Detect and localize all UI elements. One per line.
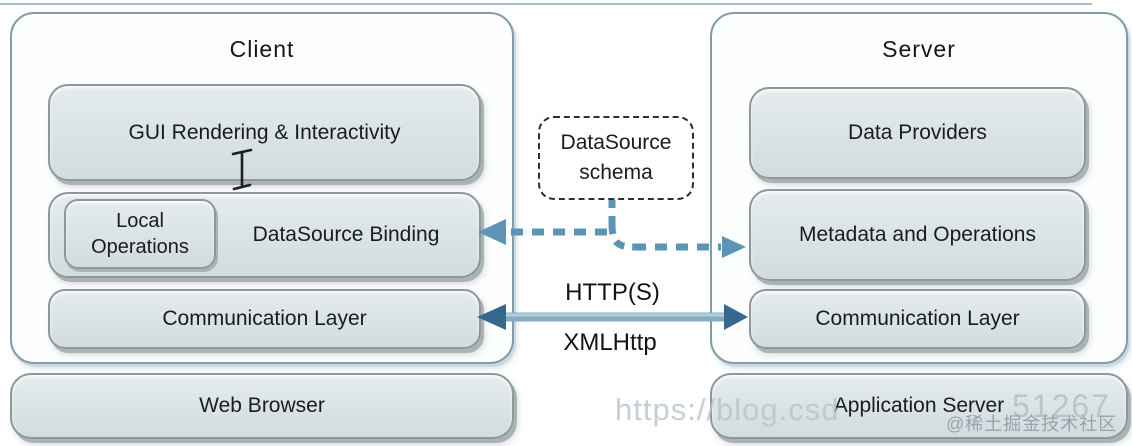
datasource-schema-label-line1: DataSource xyxy=(560,130,672,154)
application-server-box: Application Server xyxy=(710,373,1128,439)
web-browser-box: Web Browser xyxy=(10,373,514,439)
local-operations-label-line1: Local xyxy=(116,210,164,232)
schema-drop-dashed-line xyxy=(608,199,635,251)
server-communication-layer-label: Communication Layer xyxy=(815,307,1020,330)
http-transport-arrow xyxy=(477,304,748,330)
client-panel: Client GUI Rendering & Interactivity Loc… xyxy=(10,12,514,364)
client-communication-layer-label: Communication Layer xyxy=(162,307,367,330)
server-communication-layer-box: Communication Layer xyxy=(749,289,1086,349)
datasource-schema-box: DataSource schema xyxy=(538,116,694,200)
application-server-label: Application Server xyxy=(833,394,1005,417)
local-operations-label-line2: Operations xyxy=(91,236,189,258)
datasource-schema-label-line2: schema xyxy=(579,161,653,184)
http-label: HTTP(S) xyxy=(565,279,660,306)
web-browser-label: Web Browser xyxy=(199,394,325,417)
gui-rendering-label: GUI Rendering & Interactivity xyxy=(128,120,401,144)
data-providers-box: Data Providers xyxy=(749,87,1086,179)
datasource-binding-box: Local Operations DataSource Binding xyxy=(48,192,481,278)
server-panel-title: Server xyxy=(882,36,956,62)
data-providers-label: Data Providers xyxy=(848,121,987,144)
metadata-operations-label: Metadata and Operations xyxy=(799,223,1036,246)
server-panel: Server Data Providers Metadata and Opera… xyxy=(710,12,1128,364)
gui-rendering-box: GUI Rendering & Interactivity xyxy=(48,84,481,181)
xmlhttp-label: XMLHttp xyxy=(563,329,657,356)
datasource-binding-label: DataSource Binding xyxy=(252,223,440,246)
top-border-line xyxy=(0,3,1092,5)
client-panel-title: Client xyxy=(229,36,295,62)
local-operations-box: Local Operations xyxy=(64,199,216,269)
metadata-operations-box: Metadata and Operations xyxy=(749,189,1086,281)
client-communication-layer-box: Communication Layer xyxy=(48,289,481,349)
